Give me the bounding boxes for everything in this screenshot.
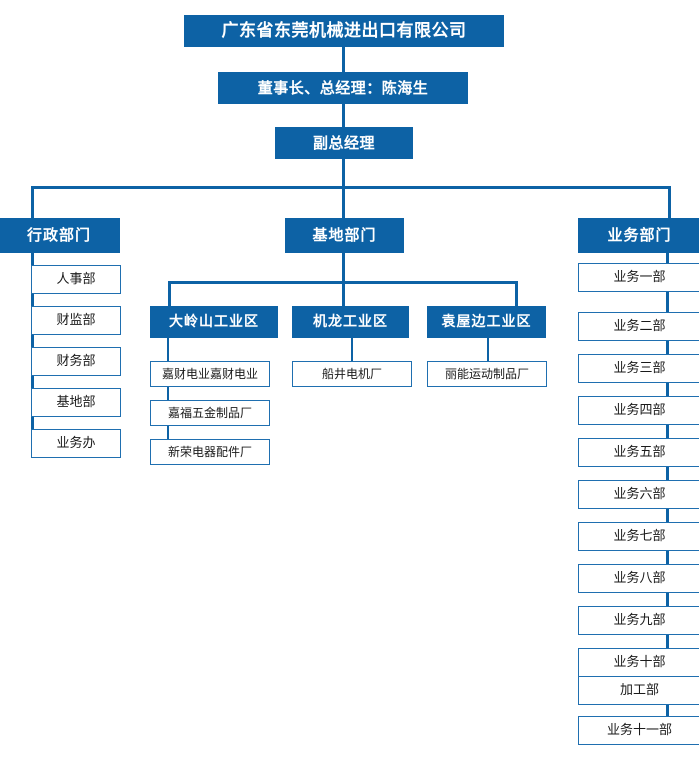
node-department-base[interactable]: 基地部门 xyxy=(285,218,404,253)
connector-bus-to-admin xyxy=(31,186,34,218)
node-root-company[interactable]: 广东省东莞机械进出口有限公司 xyxy=(184,15,504,47)
node-business-unit-11[interactable]: 业务十一部 xyxy=(578,716,699,745)
node-business-unit-4[interactable]: 业务五部 xyxy=(578,438,699,467)
node-zone-daling-shan[interactable]: 大岭山工业区 xyxy=(150,306,278,338)
node-business-unit-10[interactable]: 加工部 xyxy=(578,676,699,705)
node-business-unit-0[interactable]: 业务一部 xyxy=(578,263,699,292)
connector-zone0-spine xyxy=(167,338,169,460)
node-business-unit-6[interactable]: 业务七部 xyxy=(578,522,699,551)
node-admin-unit-1[interactable]: 财监部 xyxy=(31,306,121,335)
connector-zone2-spine xyxy=(487,338,489,361)
connector-zonebus-to-zone-2 xyxy=(515,281,518,306)
connector-base-to-zonebus xyxy=(342,253,345,282)
connector-horizontal-bus xyxy=(31,186,671,189)
node-zone-yuan-wu-bian[interactable]: 袁屋边工业区 xyxy=(427,306,546,338)
connector-bus-to-base xyxy=(342,186,345,218)
node-plant-zone1-0[interactable]: 船井电机厂 xyxy=(292,361,412,387)
node-admin-unit-0[interactable]: 人事部 xyxy=(31,265,121,294)
node-business-unit-5[interactable]: 业务六部 xyxy=(578,480,699,509)
connector-bus-to-business xyxy=(668,186,671,218)
node-admin-unit-4[interactable]: 业务办 xyxy=(31,429,121,458)
node-plant-zone0-2[interactable]: 新荣电器配件厂 xyxy=(150,439,270,465)
node-business-unit-2[interactable]: 业务三部 xyxy=(578,354,699,383)
node-zone-ji-long[interactable]: 机龙工业区 xyxy=(292,306,409,338)
connector-zonebus-to-zone-1 xyxy=(342,281,345,306)
connector-chairman-to-deputy xyxy=(342,104,345,127)
node-department-admin[interactable]: 行政部门 xyxy=(0,218,120,253)
node-plant-zone2-0[interactable]: 丽能运动制品厂 xyxy=(427,361,547,387)
node-admin-unit-3[interactable]: 基地部 xyxy=(31,388,121,417)
node-business-unit-8[interactable]: 业务九部 xyxy=(578,606,699,635)
node-deputy-general-manager[interactable]: 副总经理 xyxy=(275,127,413,159)
node-plant-zone0-0[interactable]: 嘉财电业嘉财电业 xyxy=(150,361,270,387)
node-admin-unit-2[interactable]: 财务部 xyxy=(31,347,121,376)
node-business-unit-7[interactable]: 业务八部 xyxy=(578,564,699,593)
connector-deputy-to-bus xyxy=(342,159,345,188)
node-department-business[interactable]: 业务部门 xyxy=(578,218,699,253)
node-business-unit-1[interactable]: 业务二部 xyxy=(578,312,699,341)
node-business-unit-3[interactable]: 业务四部 xyxy=(578,396,699,425)
connector-root-to-chairman xyxy=(342,47,345,72)
connector-zone1-spine xyxy=(351,338,353,361)
node-plant-zone0-1[interactable]: 嘉福五金制品厂 xyxy=(150,400,270,426)
connector-zonebus-to-zone-0 xyxy=(168,281,171,306)
node-business-unit-9[interactable]: 业务十部 xyxy=(578,648,699,677)
node-chairman-general-manager[interactable]: 董事长、总经理：陈海生 xyxy=(218,72,468,104)
